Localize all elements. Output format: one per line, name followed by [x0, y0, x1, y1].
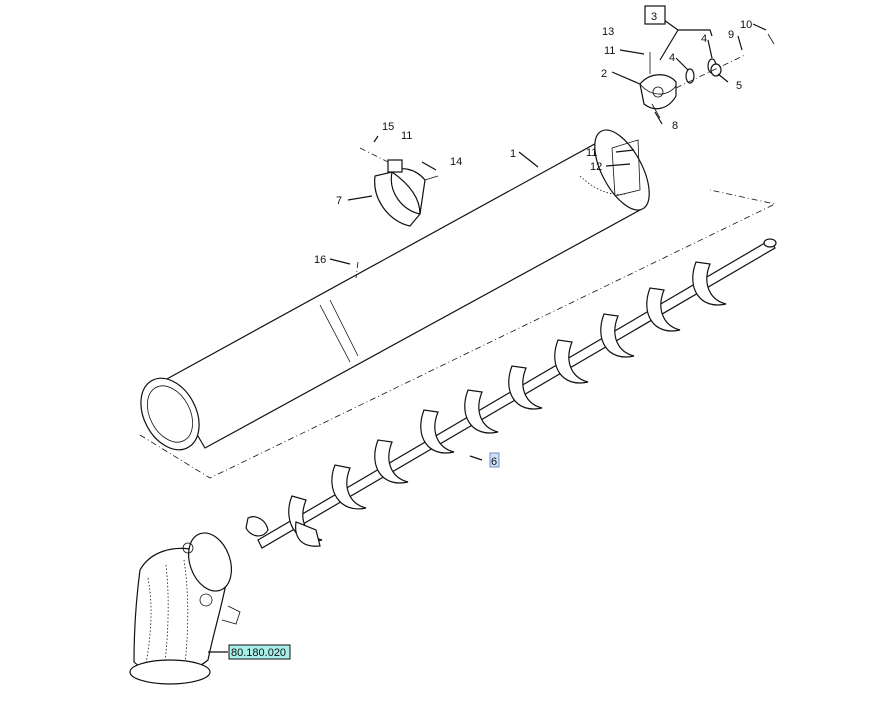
centerline-lower	[139, 189, 777, 479]
screw-first-flight	[295, 521, 321, 547]
callout-10: 10	[740, 19, 752, 31]
reference-box[interactable]	[228, 644, 291, 660]
bearing-cover-rim	[639, 83, 677, 95]
elbow-fitting	[182, 542, 194, 554]
callout-6: 6	[491, 456, 497, 468]
callout-3: 3	[651, 11, 657, 23]
screw-flights	[288, 261, 727, 542]
callout-7: 7	[336, 195, 342, 207]
bolt-8	[651, 103, 661, 119]
bearing-hub	[652, 86, 664, 98]
bearing-5	[710, 63, 722, 77]
elbow-dots-1	[145, 577, 152, 665]
callout-11c: 11	[586, 147, 597, 159]
callout-11a: 11	[604, 45, 615, 57]
callout-5: 5	[736, 80, 742, 92]
callout-2: 2	[601, 68, 607, 80]
tube-end-slot	[611, 139, 641, 197]
elbow-bearing	[199, 593, 213, 607]
clamp	[374, 159, 439, 227]
tube-body	[164, 139, 641, 449]
screw-shaft-end	[763, 238, 777, 248]
tube-seam	[319, 304, 351, 363]
callout-9: 9	[728, 29, 734, 41]
tube-seam-2	[329, 299, 359, 357]
tube-end-flange	[594, 129, 650, 211]
end-hardware	[639, 33, 775, 119]
bearing-cover	[639, 74, 677, 110]
clamp-lug	[387, 159, 403, 173]
callout-1: 1	[510, 148, 516, 160]
reference-label[interactable]: 80.180.020	[231, 647, 286, 659]
callout-4a: 4	[669, 52, 675, 64]
callout-15: 15	[382, 121, 394, 133]
elbow-bottom-flange	[129, 659, 211, 685]
elbow-top-flange	[187, 532, 233, 592]
elbow-bracket	[221, 605, 241, 625]
centerline-15	[359, 147, 393, 165]
leader-lines	[208, 19, 767, 653]
tube-end-dots	[579, 175, 626, 195]
centerline-16	[355, 261, 359, 279]
callout-11b: 11	[401, 130, 412, 142]
callout-14: 14	[450, 156, 462, 168]
clamp-bolt	[424, 175, 439, 181]
screw-end-paddle	[245, 516, 269, 537]
clamp-band	[374, 171, 422, 227]
callout-3-box	[644, 5, 666, 25]
callout-12: 12	[590, 161, 602, 173]
callout-16: 16	[314, 254, 326, 266]
washer-4a	[685, 68, 695, 84]
callout-6-highlight	[489, 452, 500, 468]
callout-8: 8	[672, 120, 678, 132]
auger-tube	[140, 129, 650, 451]
pin-10	[767, 33, 775, 45]
callout-13: 13	[602, 26, 614, 38]
auger-screw	[245, 238, 777, 549]
tube-flange-inner	[147, 385, 193, 443]
tube-flange	[140, 377, 200, 451]
elbow-housing	[129, 532, 241, 685]
callout-4b: 4	[701, 33, 707, 45]
